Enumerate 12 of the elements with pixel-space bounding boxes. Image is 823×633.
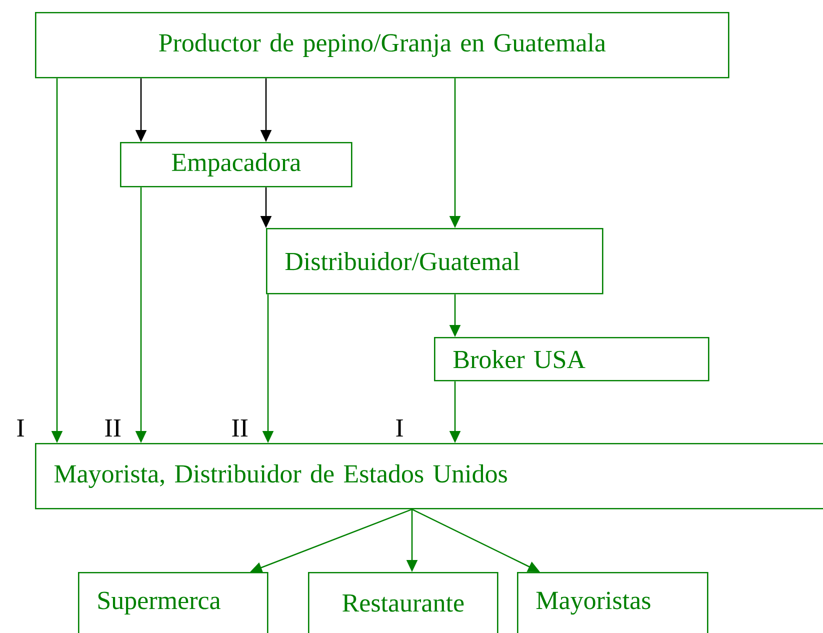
flow-box: Mayorista, Distribuidor de Estados Unidos <box>35 443 823 510</box>
route-label: I <box>17 419 24 437</box>
flow-box: Empacadora <box>120 142 352 188</box>
flow-box: Productor de pepino/Granja en Guatemala <box>35 12 730 78</box>
flow-box: Supermerca <box>78 572 268 633</box>
route-label: I <box>396 419 403 437</box>
flow-box: Distribuidor/Guatemal <box>266 228 604 294</box>
flow-box: Broker USA <box>434 337 710 382</box>
route-label: II <box>232 419 248 437</box>
flow-box: Mayoristas <box>517 572 708 633</box>
flow-box: Restaurante <box>308 572 498 633</box>
route-label: II <box>105 419 121 437</box>
